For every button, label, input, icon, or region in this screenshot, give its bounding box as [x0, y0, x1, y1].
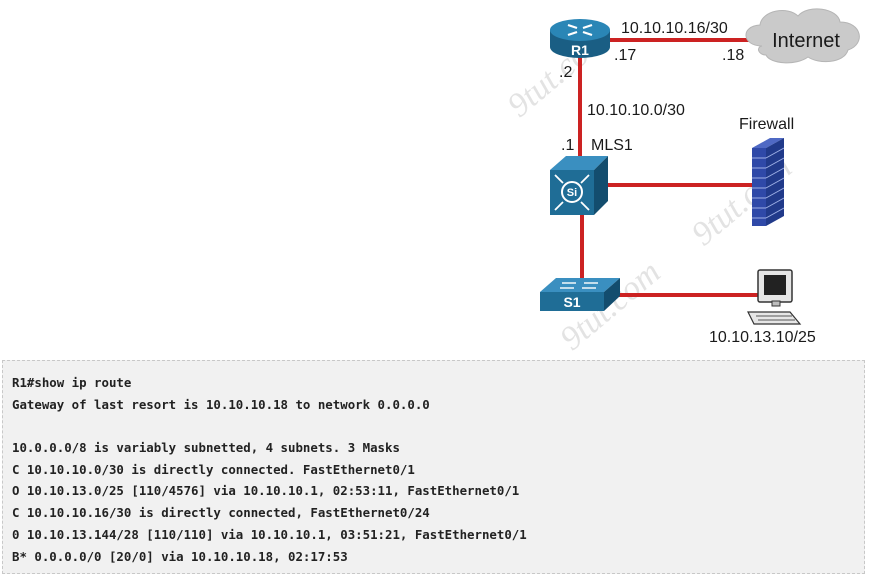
cli-line: C 10.10.10.0/30 is directly connected. F…: [12, 461, 415, 477]
mls1-label: MLS1: [591, 137, 633, 154]
internet-cloud: Internet: [745, 8, 860, 64]
subnet-label-top: 10.10.10.16/30: [621, 20, 728, 37]
s1-label: S1: [563, 294, 580, 310]
pc-address-label: 10.10.13.10/25: [709, 329, 816, 346]
interface-label-r1-right: .17: [614, 47, 636, 64]
router-r1: R1: [550, 19, 610, 58]
switch-s1: S1: [540, 278, 620, 311]
interface-label-mls1-top: .1: [561, 137, 574, 154]
r1-label: R1: [571, 42, 589, 58]
router-arrows-icon: [567, 23, 593, 37]
subnet-label-vertical: 10.10.10.0/30: [587, 102, 685, 119]
firewall-label: Firewall: [739, 116, 794, 133]
interface-label-r1-bottom: .2: [559, 64, 572, 81]
cli-line: [12, 415, 864, 437]
cli-line: 0 10.10.13.144/28 [110/110] via 10.10.10…: [12, 526, 527, 542]
interface-label-internet-side: .18: [722, 47, 744, 64]
cli-output-box: R1#show ip route Gateway of last resort …: [2, 360, 865, 574]
firewall-icon: [752, 138, 785, 226]
cli-line: Gateway of last resort is 10.10.10.18 to…: [12, 396, 430, 412]
multilayer-switch-mls1: Si: [550, 156, 608, 215]
cli-line: B* 0.0.0.0/0 [20/0] via 10.10.10.18, 02:…: [12, 548, 348, 564]
cli-line: C 10.10.10.16/30 is directly connected, …: [12, 505, 430, 521]
internet-label: Internet: [772, 30, 840, 52]
cli-line: 10.0.0.0/8 is variably subnetted, 4 subn…: [12, 440, 400, 456]
cli-line: O 10.10.13.0/25 [110/4576] via 10.10.10.…: [12, 483, 520, 499]
pc-icon: [747, 269, 802, 325]
switch-arrows-icon: [554, 174, 590, 211]
network-diagram: 9tut.com 9tut.com 9tut.com Internet R1: [501, 8, 860, 355]
mls1-si-badge: Si: [567, 187, 577, 199]
cli-line: R1#show ip route: [12, 375, 132, 390]
